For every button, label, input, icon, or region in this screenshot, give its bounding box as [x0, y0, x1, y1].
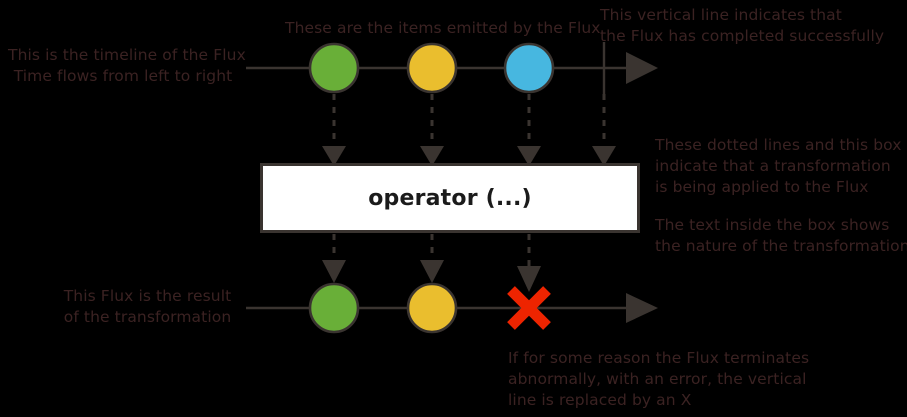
inbound-arrowhead-completion	[592, 146, 616, 166]
outbound-arrowhead-green	[322, 260, 346, 283]
result-timeline-arrowhead	[626, 293, 658, 323]
operator-box[interactable]: operator (...)	[260, 163, 640, 233]
operator-inbound-arrows	[322, 94, 616, 166]
annotation-items-emitted: These are the items emitted by the Flux	[285, 19, 601, 37]
outbound-arrowhead-error	[517, 266, 541, 292]
annotation-box-text-meaning: The text inside the box shows the nature…	[655, 216, 907, 255]
outbound-arrowhead-yellow	[420, 260, 444, 283]
inbound-arrowhead-yellow	[420, 146, 444, 166]
inbound-arrowhead-green	[322, 146, 346, 166]
annotation-completion-line: This vertical line indicates that the Fl…	[600, 6, 885, 45]
marble-yellow-result[interactable]	[406, 282, 458, 334]
annotation-transformation: These dotted lines and this box indicate…	[655, 136, 902, 196]
operator-outbound-arrows	[322, 234, 541, 292]
marble-green-result[interactable]	[308, 282, 360, 334]
marble-green-source[interactable]	[308, 42, 360, 94]
error-x-icon[interactable]	[507, 286, 551, 330]
result-flux-timeline	[246, 282, 658, 334]
source-flux-timeline	[246, 42, 658, 94]
annotation-error-note: If for some reason the Flux terminates a…	[508, 349, 810, 409]
annotation-timeline-top: This is the timeline of the Flux Time fl…	[8, 46, 246, 85]
operator-box-label: operator (...)	[368, 185, 532, 211]
annotation-result-flux: This Flux is the result of the transform…	[63, 287, 232, 326]
source-timeline-arrowhead	[626, 52, 658, 84]
marble-yellow-source[interactable]	[406, 42, 458, 94]
inbound-arrowhead-blue	[517, 146, 541, 166]
marble-blue-source[interactable]	[503, 42, 555, 94]
